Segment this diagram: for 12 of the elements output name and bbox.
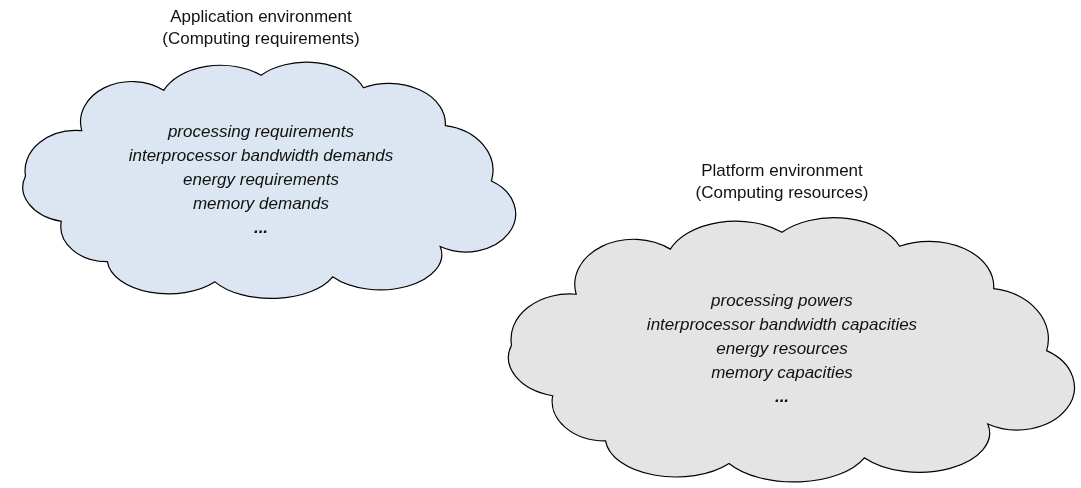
requirement-text: ...	[253, 217, 269, 239]
requirement-text: energy resources	[716, 338, 848, 360]
requirement-text: interprocessor bandwidth capacities	[646, 314, 918, 336]
requirement-text: ...	[774, 386, 790, 408]
requirement-text: memory capacities	[711, 362, 853, 384]
requirement-text: energy requirements	[183, 169, 339, 191]
cloud-heading: Platform environment (Computing resources)	[694, 160, 870, 204]
requirement-text: memory demands	[192, 193, 329, 215]
requirement-text: processing powers	[711, 290, 853, 312]
requirement-text: interprocessor bandwidth demands	[128, 145, 394, 167]
cloud-heading: Application environment (Computing requirements)	[161, 6, 361, 50]
requirement-text: processing requirements	[167, 121, 355, 143]
